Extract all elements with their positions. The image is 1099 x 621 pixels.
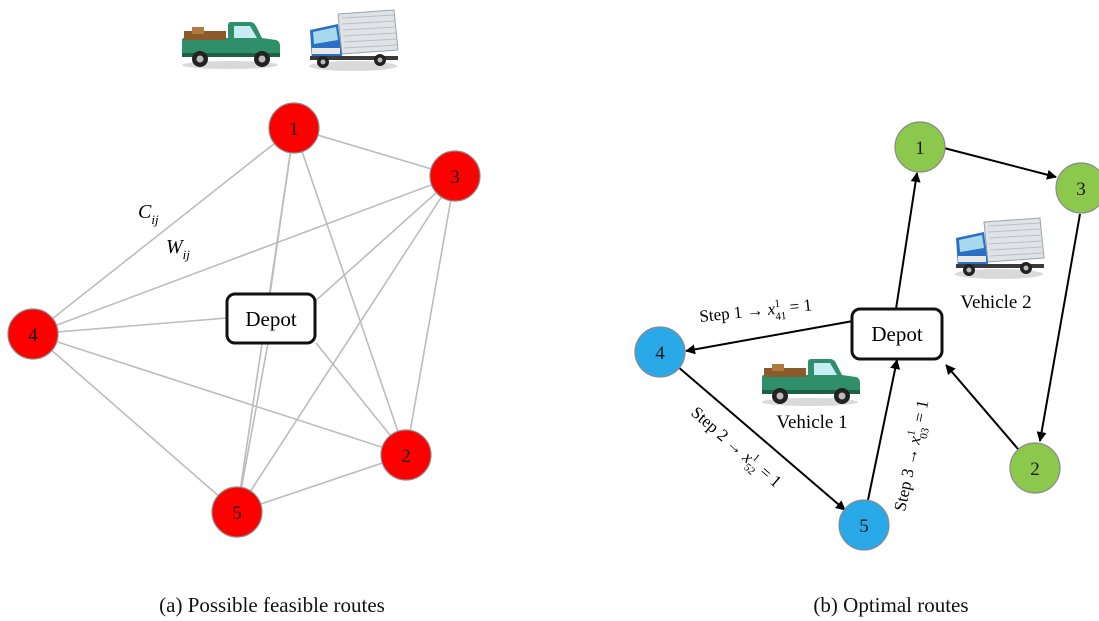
weight-label: Wij (166, 236, 190, 262)
pickup-truck-icon (182, 22, 280, 69)
right-panel: Depot Vehicle 2 Vehicle 1 Step 1 → x141 … (634, 121, 1099, 617)
vehicle-2-label: Vehicle 2 (960, 292, 1031, 313)
left-node-3: 3 (429, 150, 481, 202)
cost-label: Cij (138, 201, 159, 227)
edge-4-depot (32, 317, 228, 335)
right-nodes: 1 2 3 4 5 (634, 121, 1099, 551)
vehicle-2-group: Vehicle 2 (954, 217, 1045, 313)
left-caption: (a) Possible feasible routes (159, 593, 385, 617)
arrow-1-3 (943, 147, 1057, 180)
depot-box (225, 292, 317, 345)
edge-1-4 (32, 127, 295, 335)
node-label: 4 (655, 343, 665, 364)
pickup-truck-icon (762, 359, 860, 406)
node-label: 2 (1030, 459, 1040, 480)
right-node-2: 2 (1009, 442, 1061, 494)
box-truck-icon (954, 217, 1045, 280)
node-label: 1 (289, 119, 299, 140)
edge-3-4 (32, 175, 456, 335)
depot-box (850, 307, 944, 361)
left-depot: Depot (225, 292, 317, 345)
edge-4-2 (32, 333, 407, 456)
right-depot: Depot (850, 307, 944, 361)
edge-1-2 (293, 127, 407, 456)
edge-4-5 (32, 333, 238, 513)
depot-label: Depot (245, 307, 296, 331)
node-label: 3 (1076, 179, 1086, 200)
node-label: 3 (450, 167, 460, 188)
left-node-1: 1 (268, 102, 320, 154)
edge-depot-5 (236, 342, 269, 513)
right-node-3: 3 (1055, 162, 1099, 214)
edge-3-2 (405, 175, 456, 456)
edge-1-3 (293, 127, 456, 177)
left-node-5: 5 (211, 486, 263, 538)
right-caption: (b) Optimal routes (813, 593, 968, 617)
right-node-1: 1 (894, 121, 946, 173)
box-truck-icon (308, 9, 399, 72)
right-node-5: 5 (838, 499, 890, 551)
edge-3-5 (236, 175, 456, 513)
node-label: 4 (28, 325, 38, 346)
arrow-depot-1 (895, 172, 921, 310)
left-node-4: 4 (7, 308, 59, 360)
depot-label: Depot (871, 322, 922, 346)
step-3-label: Step 3 → x103 = 1 (889, 398, 937, 514)
left-panel: Cij Wij Depot 1 2 3 4 (7, 9, 481, 617)
left-nodes: 1 2 3 4 5 (7, 102, 481, 538)
edge-3-depot (311, 175, 456, 305)
step-1-label: Step 1 → x141 = 1 (698, 294, 813, 331)
right-node-4: 4 (634, 326, 686, 378)
arrow-2-depot (945, 364, 1019, 450)
vehicle-1-label: Vehicle 1 (776, 412, 847, 433)
edge-2-5 (236, 454, 407, 513)
node-label: 5 (859, 516, 869, 537)
vehicle-1-group: Vehicle 1 (762, 359, 860, 433)
node-label: 2 (401, 446, 411, 467)
arrow-3-2 (1036, 213, 1081, 442)
node-label: 1 (915, 138, 925, 159)
node-label: 5 (232, 503, 242, 524)
arrow-depot-4 (685, 320, 854, 355)
arrow-4-5 (676, 365, 846, 511)
route-arrows (676, 147, 1081, 511)
left-node-2: 2 (380, 429, 432, 481)
arrow-5-depot (867, 359, 901, 501)
